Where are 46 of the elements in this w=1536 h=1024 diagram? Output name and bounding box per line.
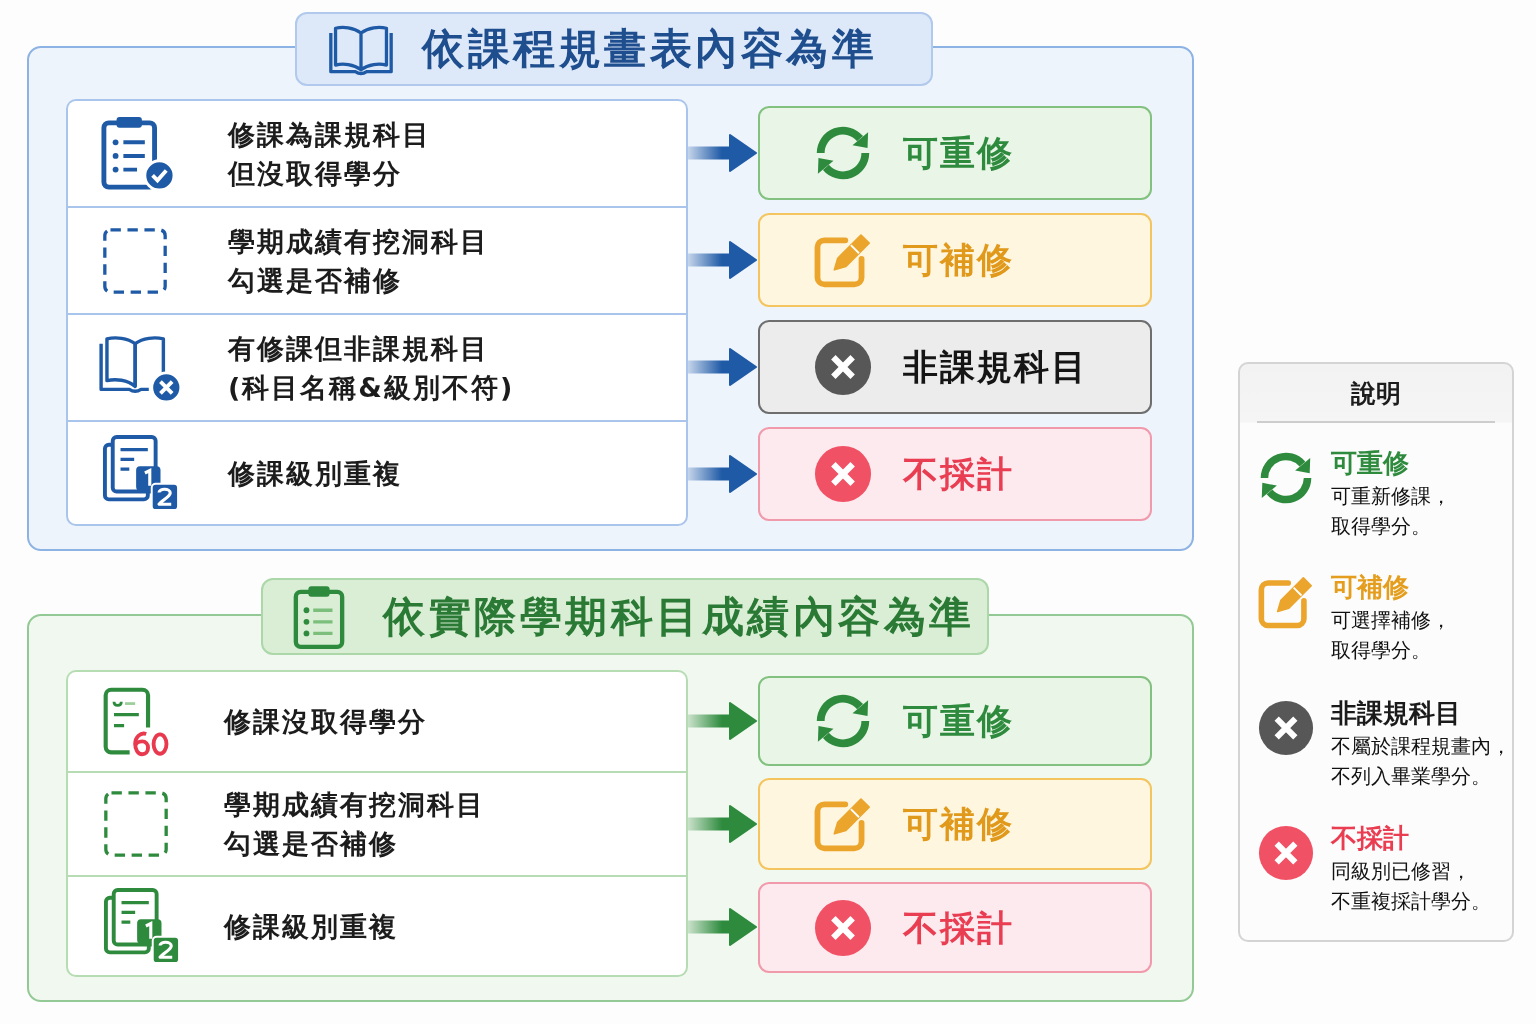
result-label: 非課規科目	[903, 346, 1088, 389]
result-box	[758, 427, 1152, 521]
arrow	[688, 455, 757, 493]
list-row	[66, 670, 688, 771]
arrow	[688, 348, 757, 386]
result-box	[758, 213, 1152, 307]
legend-description: 不屬於課程規畫內，不列入畢業學分。	[1331, 734, 1511, 790]
result-box	[758, 106, 1152, 200]
legend-title: 說明	[1351, 379, 1401, 409]
list-row	[66, 313, 688, 420]
result-label: 可重修	[903, 700, 1014, 743]
legend-label: 可補修	[1331, 571, 1409, 603]
result-label: 可重修	[903, 132, 1014, 175]
result-label: 不採計	[903, 453, 1014, 496]
row-text: 修課級別重複	[228, 456, 403, 491]
legend-description: 同級別已修習，不重複採計學分。	[1331, 859, 1492, 915]
legend-label: 不採計	[1331, 822, 1409, 854]
row-text: 學期成績有挖洞科目勾選是否補修	[228, 224, 490, 298]
list-row	[66, 99, 688, 206]
arrow	[688, 805, 757, 843]
row-text: 修課為課規科目但沒取得學分	[228, 117, 432, 191]
result-label: 不採計	[903, 906, 1014, 950]
arrow	[688, 241, 757, 279]
legend-label: 可重修	[1331, 447, 1409, 479]
panel-title: 依實際學期科目成績內容為準	[383, 591, 975, 642]
result-box	[758, 882, 1152, 973]
result-box	[758, 320, 1152, 414]
legend-description: 可選擇補修，取得學分。	[1331, 608, 1452, 664]
result-label: 可補修	[903, 803, 1014, 846]
list-row	[66, 771, 688, 875]
arrow	[688, 702, 757, 740]
legend-description: 可重新修課，取得學分。	[1331, 484, 1452, 540]
row-text: 修課沒取得學分	[224, 705, 428, 739]
arrow	[688, 134, 757, 172]
result-label: 可補修	[903, 239, 1014, 282]
result-box	[758, 676, 1152, 766]
legend-label: 非課規科目	[1331, 697, 1461, 729]
row-text: 學期成績有挖洞科目勾選是否補修	[224, 788, 486, 861]
panel-title: 依課程規畫表內容為準	[422, 24, 877, 74]
list-row	[66, 206, 688, 313]
arrow	[688, 908, 757, 946]
list-row	[66, 875, 688, 977]
result-box	[758, 778, 1152, 870]
list-row	[66, 420, 688, 526]
row-text: 有修課但非課規科目(科目名稱&級別不符)	[228, 331, 516, 405]
row-text: 修課級別重複	[224, 909, 399, 944]
